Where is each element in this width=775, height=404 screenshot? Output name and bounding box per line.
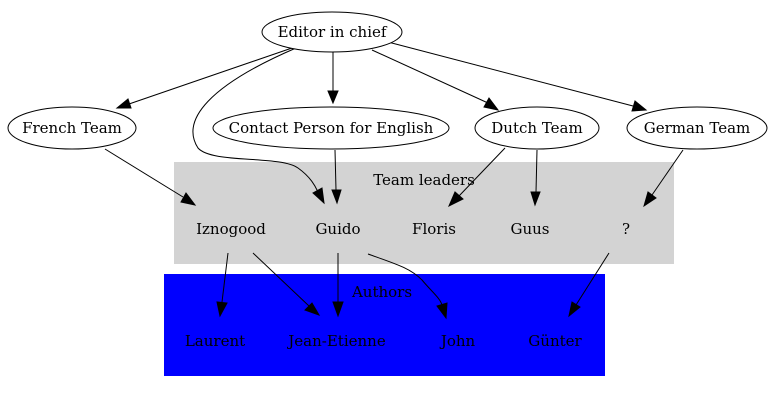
edge-dutch-floris bbox=[458, 147, 506, 197]
edge-contact-guido bbox=[334, 149, 337, 191]
edges bbox=[104, 41, 684, 320]
contact-person-label: Contact Person for English bbox=[229, 119, 434, 137]
arrow-editor-guido bbox=[312, 187, 325, 205]
node-guido: Guido bbox=[315, 220, 360, 238]
dutch-team-label: Dutch Team bbox=[491, 119, 582, 137]
authors-cluster bbox=[164, 274, 605, 376]
node-dutch-team: Dutch Team bbox=[474, 106, 600, 150]
node-john: John bbox=[439, 332, 476, 350]
arrow-guido-jeanetienne bbox=[332, 301, 344, 318]
arrow-german-unknown bbox=[643, 191, 657, 208]
node-unknown-leader: ? bbox=[622, 220, 630, 238]
team-leaders-label: Team leaders bbox=[373, 171, 475, 189]
editor-in-chief-label: Editor in chief bbox=[278, 23, 388, 41]
node-jean-etienne: Jean-Etienne bbox=[286, 332, 386, 350]
node-floris: Floris bbox=[412, 220, 456, 238]
edge-dutch-guus bbox=[535, 149, 538, 193]
arrow-iznogood-jeanetienne bbox=[304, 302, 321, 316]
edge-french-iznogood bbox=[104, 148, 184, 198]
team-leaders-cluster bbox=[174, 162, 674, 264]
edge-unknown-gunter bbox=[575, 252, 610, 306]
arrow-iznogood-laurent bbox=[216, 301, 228, 318]
arrow-editor-french bbox=[115, 98, 132, 109]
node-laurent: Laurent bbox=[185, 332, 245, 350]
arrow-french-iznogood bbox=[180, 192, 197, 206]
node-german-team: German Team bbox=[626, 106, 768, 150]
node-guus: Guus bbox=[510, 220, 549, 238]
arrow-editor-dutch bbox=[483, 97, 500, 111]
arrow-unknown-gunter bbox=[568, 301, 581, 318]
arrow-dutch-floris bbox=[448, 191, 464, 208]
node-gunter: Günter bbox=[528, 332, 582, 350]
arrow-contact-guido bbox=[331, 189, 342, 205]
edge-editor-french bbox=[128, 47, 293, 105]
node-contact-person: Contact Person for English bbox=[212, 106, 450, 150]
edge-iznogood-jeanetienne bbox=[252, 252, 310, 307]
edge-editor-guido bbox=[192, 47, 319, 193]
node-editor-in-chief: Editor in chief bbox=[261, 11, 403, 53]
arrow-editor-german bbox=[631, 100, 648, 112]
node-iznogood: Iznogood bbox=[196, 220, 266, 238]
arrow-guido-john bbox=[436, 302, 448, 320]
edge-editor-dutch bbox=[371, 49, 489, 104]
edge-guido-john bbox=[367, 253, 443, 306]
arrow-dutch-guus bbox=[530, 191, 541, 207]
edge-german-unknown bbox=[651, 149, 684, 196]
authors-label: Authors bbox=[351, 283, 412, 301]
node-french-team: French Team bbox=[7, 106, 137, 150]
edge-iznogood-laurent bbox=[221, 252, 229, 303]
french-team-label: French Team bbox=[22, 119, 122, 137]
edge-editor-german bbox=[387, 41, 634, 107]
arrow-editor-contact bbox=[327, 90, 339, 105]
german-team-label: German Team bbox=[644, 119, 751, 137]
